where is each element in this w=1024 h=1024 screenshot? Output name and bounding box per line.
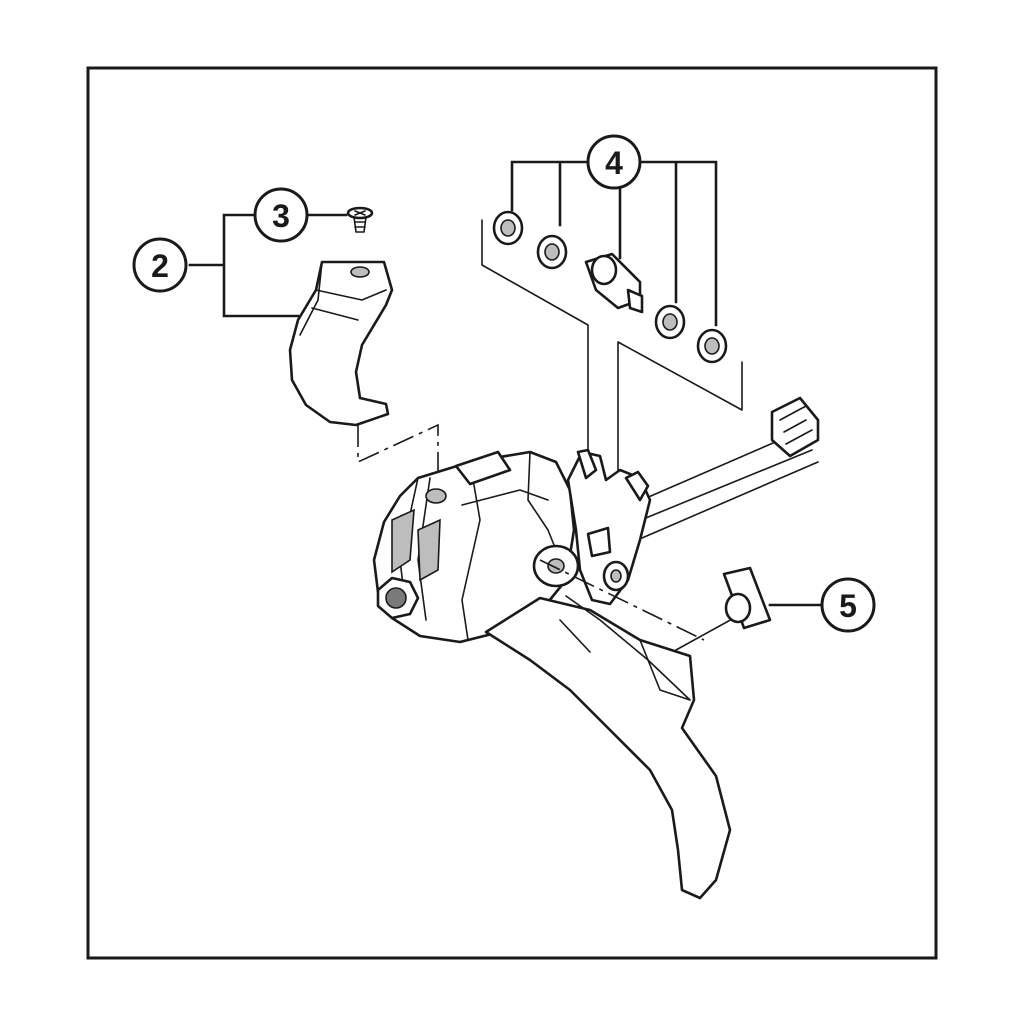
part-4-pin-set	[481, 160, 743, 501]
callout-4: 4	[586, 134, 642, 190]
brake-lever	[484, 595, 732, 900]
alignment-line-pin	[481, 219, 743, 501]
pivot-pin	[584, 252, 644, 314]
washer	[536, 234, 568, 270]
diagram-frame	[86, 66, 938, 960]
callout-2: 2	[132, 237, 188, 293]
main-body	[372, 450, 580, 644]
callout-3: 3	[253, 187, 309, 243]
leader-cap-tick	[675, 617, 735, 651]
part-2-cover	[288, 260, 394, 427]
part-5-end-cap	[722, 566, 772, 630]
washer	[696, 328, 728, 364]
callout-2-label: 2	[151, 248, 169, 284]
alignment-line-cap	[539, 559, 705, 641]
washer	[492, 210, 524, 246]
alignment-line-cover	[357, 423, 439, 492]
washer	[654, 304, 686, 340]
callout-5-label: 5	[839, 588, 857, 624]
part-3-screw	[346, 206, 374, 233]
adjuster-nut	[376, 576, 420, 620]
callout-5: 5	[820, 577, 876, 633]
handlebar-cable	[629, 396, 820, 539]
callout-3-label: 3	[272, 198, 290, 234]
body-screw-hole	[425, 488, 447, 504]
callout-4-label: 4	[605, 145, 623, 181]
body-top-button	[454, 450, 512, 486]
leader-part-4	[510, 160, 718, 327]
cover-screw-hole	[350, 266, 370, 278]
bar-clamp	[566, 448, 652, 606]
leader-part-2	[188, 213, 300, 318]
